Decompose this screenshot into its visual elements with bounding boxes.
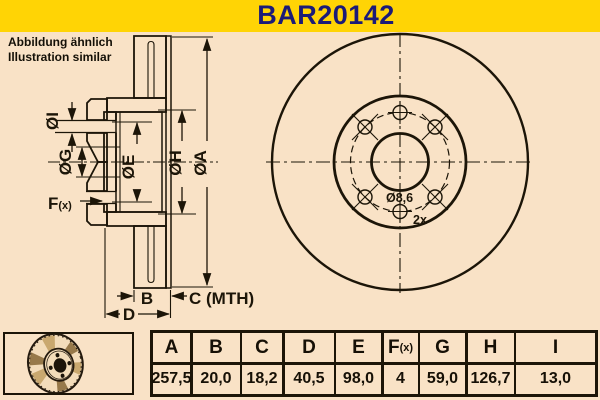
front-view: Ø8,6 2x [266, 32, 534, 293]
bolt-holes [351, 113, 449, 211]
table-header-B: B [192, 333, 240, 363]
table-header-A: A [153, 333, 190, 363]
label-F-sub: (x) [58, 200, 72, 212]
title-band: BAR20142 [0, 0, 600, 32]
similarity-note: Abbildung ähnlich Illustration similar [8, 35, 113, 65]
dimension-table: A B C D E F(x) G H I 257,5 20,0 18,2 40,… [150, 330, 598, 397]
extension-lines [76, 36, 213, 318]
label-pin-hole-count: 2x [413, 213, 427, 227]
label-F-main: F [48, 194, 58, 213]
table-header-F: F(x) [383, 333, 418, 363]
note-line-english: Illustration similar [8, 50, 112, 64]
label-D: D [123, 305, 135, 324]
table-header-C: C [242, 333, 282, 363]
note-line-german: Abbildung ähnlich [8, 35, 113, 49]
table-header-E: E [336, 333, 381, 363]
label-diameter-E: ØE [119, 155, 138, 180]
table-value-C: 18,2 [242, 364, 282, 394]
hat-circle [332, 94, 468, 230]
label-C-MTH: C (MTH) [189, 289, 254, 308]
centre-bore-circle [370, 132, 430, 192]
outer-diameter-circle [270, 32, 530, 292]
table-header-D: D [284, 333, 334, 363]
table-header-F-main: F [387, 336, 400, 358]
table-value-G: 59,0 [420, 364, 465, 394]
thumbnail-box [3, 332, 134, 395]
label-B: B [141, 289, 153, 308]
label-pin-hole-diameter: Ø8,6 [386, 191, 413, 205]
dimension-lines [67, 37, 212, 319]
table-header-I: I [516, 333, 595, 363]
label-diameter-A: ØA [191, 150, 210, 176]
table-value-I: 13,0 [516, 364, 595, 394]
label-diameter-I: ØI [43, 112, 62, 130]
table-header-H: H [467, 333, 514, 363]
table-header-G: G [420, 333, 465, 363]
table-value-D: 40,5 [284, 364, 334, 394]
label-F: F(x) [48, 194, 72, 213]
table-value-F: 4 [383, 364, 418, 394]
locating-pin-holes [388, 101, 412, 223]
table-value-B: 20,0 [192, 364, 240, 394]
table-value-E: 98,0 [336, 364, 381, 394]
table-header-F-sub: (x) [399, 341, 414, 354]
label-diameter-G: ØG [56, 149, 75, 175]
table-value-H: 126,7 [467, 364, 514, 394]
label-diameter-H: ØH [166, 150, 185, 176]
part-number: BAR20142 [257, 0, 395, 30]
brake-disc-icon [23, 334, 88, 393]
table-value-A: 257,5 [151, 364, 192, 394]
cross-section-view: ØI ØG ØE ØH ØA F(x) B C (MTH) D [43, 35, 254, 324]
